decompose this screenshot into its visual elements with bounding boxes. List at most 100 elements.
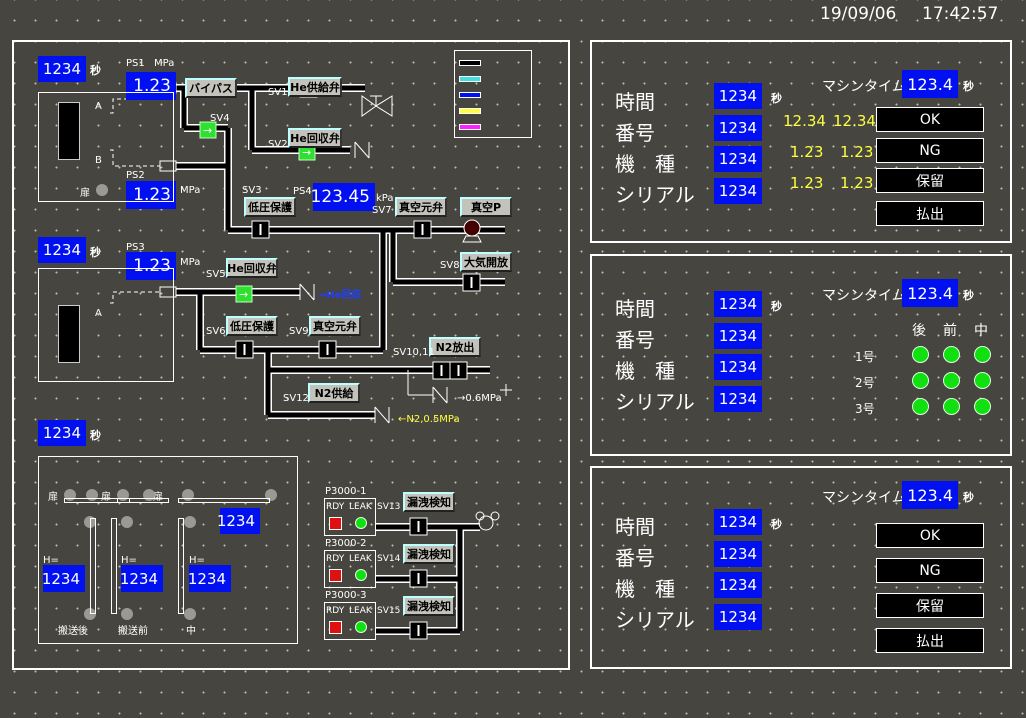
open-valve <box>235 285 253 303</box>
leak-indicator <box>355 621 367 633</box>
field-value: 1234 <box>714 572 762 598</box>
open-valve <box>199 121 217 139</box>
field-label: シリアル <box>615 390 695 414</box>
status-led <box>943 372 960 389</box>
low-pressure-protect-2-button[interactable]: 低圧保護 <box>226 316 278 336</box>
date: 19/09/06 <box>820 4 897 24</box>
ok-button[interactable]: OK <box>876 107 984 132</box>
field-label: 機 種 <box>615 152 675 176</box>
p3000-name: P3000-1 <box>325 486 367 497</box>
ps2-value: 1.23 <box>126 181 176 209</box>
field-value: 1234 <box>714 83 762 109</box>
rdy-label: RDY <box>326 502 345 512</box>
legend-swatch <box>459 60 481 66</box>
sv15-label: SV15 <box>377 606 401 616</box>
status-led <box>943 346 960 363</box>
status-led <box>974 398 991 415</box>
measure-value: 12.34 <box>783 112 826 130</box>
bypass-button[interactable]: バイパス <box>185 78 237 98</box>
sec-unit: 秒 <box>771 300 782 313</box>
measure-value: 1.23 <box>790 143 824 161</box>
status-led <box>912 398 929 415</box>
vacuum-pump-icon <box>478 515 494 531</box>
timer-3: 1234 <box>38 420 86 446</box>
chamber-2 <box>38 268 174 382</box>
port-a-label: A <box>95 101 102 112</box>
leak-label: LEAK <box>349 606 372 616</box>
field-value: 1234 <box>714 354 762 380</box>
he-recover-valve-button[interactable]: He回収弁 <box>288 128 342 148</box>
eject-button[interactable]: 払出 <box>876 628 984 653</box>
sv8-label: SV8 <box>440 260 460 271</box>
ng-button[interactable]: NG <box>876 138 984 163</box>
process-panel <box>12 40 570 670</box>
sv14-label: SV14 <box>377 554 401 564</box>
svg-text:→: → <box>203 124 212 137</box>
n2-inlet-flow-label: ←N2,0.5MPa <box>398 414 460 425</box>
vacuum-main-valve-button[interactable]: 真空元弁 <box>395 197 447 217</box>
leak-label: LEAK <box>349 554 372 564</box>
result-panel-3 <box>590 466 1012 669</box>
leak-detect-button[interactable]: 漏洩検知 <box>403 596 455 616</box>
leak-detect-button[interactable]: 漏洩検知 <box>403 492 455 512</box>
status-led <box>912 346 929 363</box>
h-value-3: 1234 <box>188 565 231 592</box>
atmosphere-open-button[interactable]: 大気開放 <box>460 252 512 272</box>
sensor-indicator <box>184 516 196 528</box>
legend-swatch <box>459 124 481 130</box>
vacuum-main-valve-2-button[interactable]: 真空元弁 <box>309 316 361 336</box>
field-label: 番号 <box>615 546 655 570</box>
check-valve <box>432 386 448 404</box>
ps2-label: PS2 <box>126 170 145 181</box>
sec-unit: 秒 <box>90 246 101 259</box>
sec-unit: 秒 <box>90 64 101 77</box>
sv7-label: SV7 <box>372 205 392 216</box>
sec-unit: 秒 <box>771 92 782 105</box>
n2-release-button[interactable]: N2放出 <box>429 337 481 357</box>
transport-rail <box>117 498 169 503</box>
leak-indicator <box>355 569 367 581</box>
hold-button[interactable]: 保留 <box>876 593 984 618</box>
p3000-unit <box>324 550 376 588</box>
check-valve <box>299 283 315 301</box>
door-mark: 扉 <box>48 492 58 503</box>
result-panel-1 <box>590 40 1012 243</box>
ng-button[interactable]: NG <box>876 558 984 583</box>
leak-detect-button[interactable]: 漏洩検知 <box>403 544 455 564</box>
status-led <box>974 346 991 363</box>
leak-indicator <box>355 517 367 529</box>
transport-lift <box>178 518 184 614</box>
check-valve <box>354 141 370 159</box>
he-recover-valve-2-button[interactable]: He回収弁 <box>226 258 278 278</box>
sensor-indicator <box>184 608 196 620</box>
row-label: 2号 <box>855 376 875 390</box>
measure-value: 1.23 <box>840 143 874 161</box>
he-supply-valve-button[interactable]: He供給弁 <box>288 77 342 97</box>
sec-unit: 秒 <box>963 80 974 93</box>
ps4-label: PS4 <box>293 186 312 197</box>
sensor-indicator <box>84 608 96 620</box>
status-led <box>943 398 960 415</box>
chamber-2-body <box>58 305 80 363</box>
mpa-unit: MPa <box>180 185 201 196</box>
rdy-indicator <box>329 569 342 582</box>
hold-button[interactable]: 保留 <box>876 168 984 193</box>
h-value-1: 1234 <box>42 565 85 592</box>
p3000-name: P3000-3 <box>325 590 367 601</box>
timer-1: 1234 <box>38 56 86 82</box>
door-indicator <box>96 184 108 196</box>
sensor-indicator <box>121 608 133 620</box>
row-label: 1号 <box>855 350 875 364</box>
ps3-value: 1.23 <box>126 252 176 280</box>
eject-button[interactable]: 払出 <box>876 201 984 226</box>
svg-text:→: → <box>239 288 248 301</box>
leak-label: LEAK <box>349 502 372 512</box>
sv5-label: SV5 <box>206 269 226 280</box>
column-header: 前 <box>943 323 957 339</box>
vacuum-pump-button[interactable]: 真空P <box>460 197 512 217</box>
machine-time-value: 123.4 <box>902 70 958 98</box>
low-pressure-protect-button[interactable]: 低圧保護 <box>244 197 296 217</box>
ok-button[interactable]: OK <box>876 523 984 548</box>
field-value: 1234 <box>714 322 762 349</box>
n2-supply-button[interactable]: N2供給 <box>308 383 360 403</box>
